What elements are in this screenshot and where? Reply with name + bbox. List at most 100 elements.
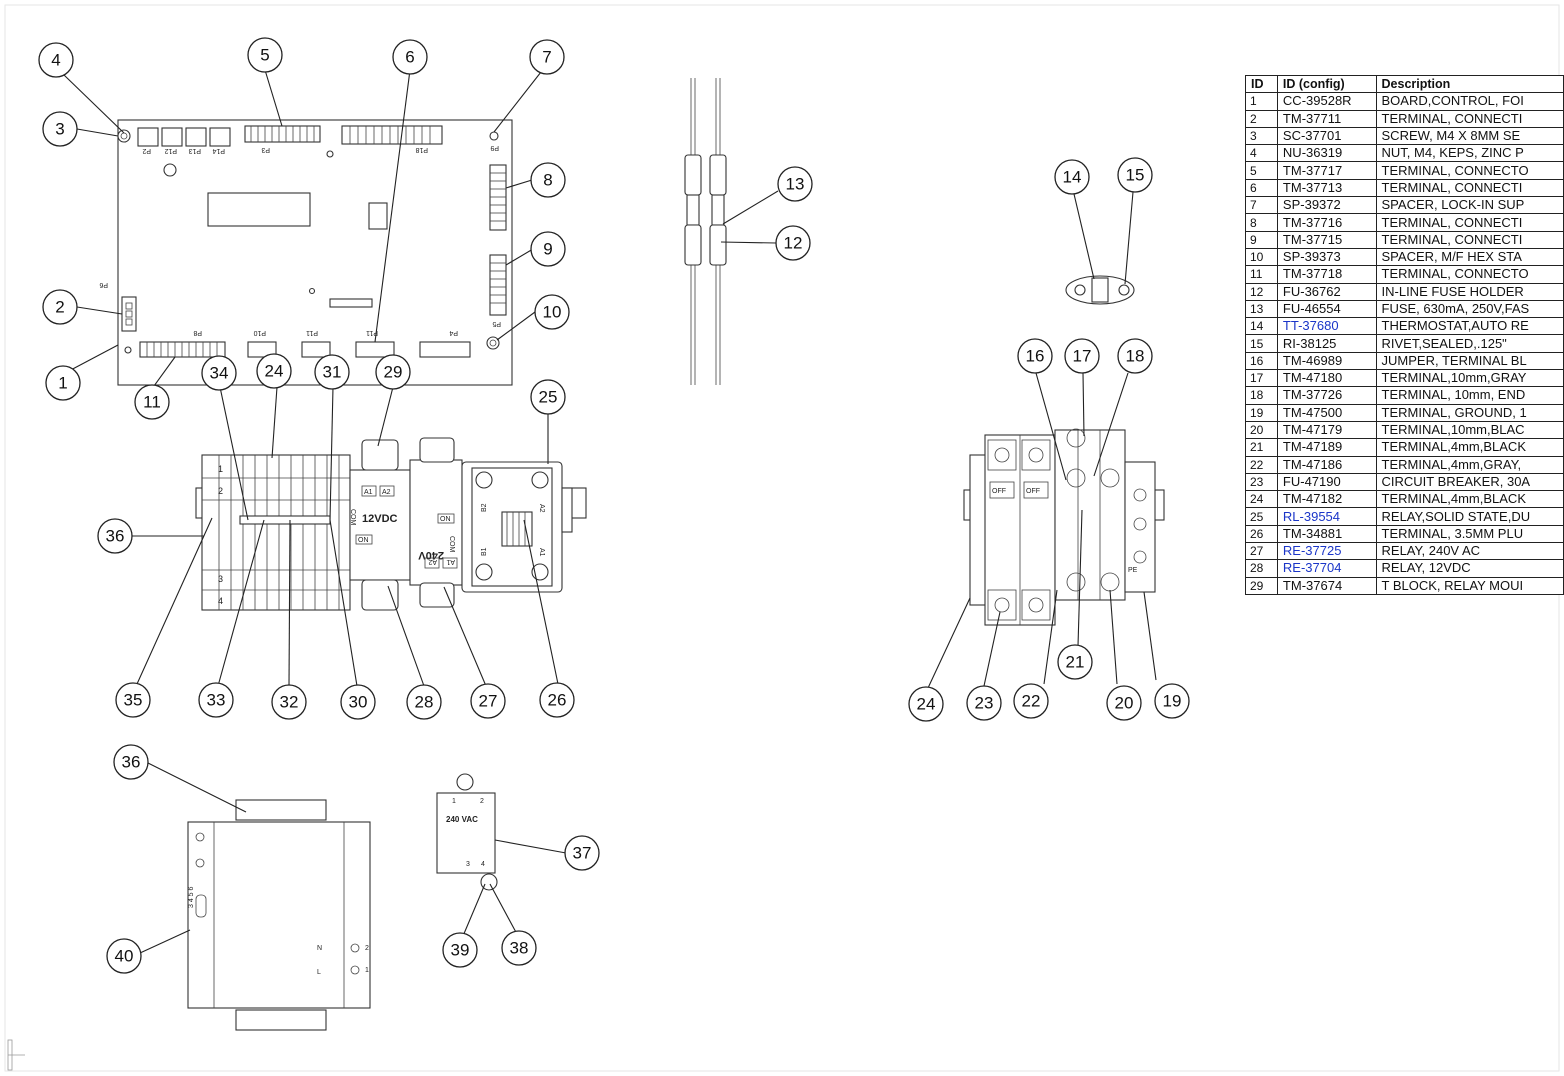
cell-part-number: SP-39373 xyxy=(1276,247,1377,267)
callout-9: 9 xyxy=(530,231,566,267)
cell-id: 25 xyxy=(1245,507,1278,526)
cell-part-number: TM-37726 xyxy=(1276,386,1377,405)
ssr-b1-label: B1 xyxy=(481,547,488,556)
cell-description: JUMPER, TERMINAL BL xyxy=(1375,351,1564,371)
control-board: P2 P12 P13 P14 P3 P18 P9 xyxy=(99,119,513,386)
cell-description: TERMINAL,4mm,GRAY, xyxy=(1375,455,1564,474)
cell-id: 12 xyxy=(1245,282,1278,301)
callout-20: 20 xyxy=(1106,685,1142,721)
cell-description: IN-LINE FUSE HOLDER xyxy=(1375,282,1564,301)
cell-description: TERMINAL, CONNECTI xyxy=(1375,178,1564,198)
callout-23: 23 xyxy=(966,685,1002,721)
callout-25: 25 xyxy=(530,379,566,415)
ground-pe-label: PE xyxy=(1128,567,1138,574)
cell-id: 16 xyxy=(1245,351,1278,371)
cell-id: 14 xyxy=(1245,317,1278,336)
breaker-assembly: OFF OFF PE xyxy=(963,428,1165,626)
callout-19: 19 xyxy=(1154,683,1190,719)
part-number-link[interactable]: TT-37680 xyxy=(1276,317,1377,336)
svg-text:6: 6 xyxy=(405,48,414,67)
callout-11: 11 xyxy=(134,384,170,420)
cell-part-number: TM-47182 xyxy=(1276,490,1377,509)
terminal-row-4-label: 4 xyxy=(218,596,223,606)
callout-32: 32 xyxy=(271,684,307,720)
relay-12v-a2-label: A2 xyxy=(382,489,391,496)
header-label-p4: P4 xyxy=(449,329,458,336)
header-label-p18: P18 xyxy=(415,146,428,153)
header-label-p10: P10 xyxy=(253,329,266,336)
leader-lines xyxy=(63,69,1157,954)
callout-5: 5 xyxy=(247,37,283,73)
callout-24b: 24 xyxy=(908,686,944,722)
cell-id: 19 xyxy=(1245,403,1278,422)
cell-description: TERMINAL,4mm,BLACK xyxy=(1375,438,1564,457)
cell-description: RELAY, 240V AC xyxy=(1375,542,1564,561)
svg-text:27: 27 xyxy=(479,692,498,711)
callout-38: 38 xyxy=(501,930,537,966)
cell-description: TERMINAL,4mm,BLACK xyxy=(1375,490,1564,509)
callout-40: 40 xyxy=(106,938,142,974)
cell-part-number: TM-37717 xyxy=(1276,161,1377,180)
svg-text:11: 11 xyxy=(143,393,161,412)
cell-description: TERMINAL, 3.5MM PLU xyxy=(1375,524,1564,544)
part-number-link[interactable]: RE-37725 xyxy=(1276,542,1377,561)
transformer-voltage-label: 240 VAC xyxy=(446,815,478,824)
cell-id: 26 xyxy=(1245,524,1278,544)
cell-part-number: NU-36319 xyxy=(1276,144,1377,163)
svg-text:36: 36 xyxy=(122,753,141,772)
header-label-p11b: P11 xyxy=(366,329,378,336)
cell-id: 18 xyxy=(1245,386,1278,405)
svg-text:3: 3 xyxy=(55,120,64,139)
callout-35: 35 xyxy=(115,682,151,718)
part-number-link[interactable]: RE-37704 xyxy=(1276,559,1377,578)
psu-l-label: L xyxy=(317,969,321,976)
cell-part-number: TM-47186 xyxy=(1276,455,1377,474)
cell-id: 4 xyxy=(1245,144,1278,163)
header-label-p12: P12 xyxy=(164,147,177,154)
relay-12vdc-label: 12VDC xyxy=(362,513,398,525)
callout-14: 14 xyxy=(1054,159,1090,195)
part-number-link[interactable]: RL-39554 xyxy=(1276,507,1377,526)
callout-31: 31 xyxy=(314,354,350,390)
cell-description: THERMOSTAT,AUTO RE xyxy=(1375,317,1564,336)
cell-id: 6 xyxy=(1245,178,1278,198)
transformer-terminal-4-label: 4 xyxy=(481,861,485,868)
svg-text:23: 23 xyxy=(975,694,994,713)
svg-text:26: 26 xyxy=(548,691,567,710)
callout-10: 10 xyxy=(534,294,570,330)
callout-4: 4 xyxy=(38,42,74,78)
breaker-2-off-label: OFF xyxy=(1026,488,1040,495)
callout-2: 2 xyxy=(42,289,78,325)
svg-text:39: 39 xyxy=(451,941,470,960)
relay-240v-a1-label: A1 xyxy=(446,558,455,565)
cell-description: SPACER, M/F HEX STA xyxy=(1375,247,1564,267)
cell-id: 8 xyxy=(1245,213,1278,232)
cell-description: RELAY,SOLID STATE,DU xyxy=(1375,507,1564,526)
cell-description: FUSE, 630mA, 250V,FAS xyxy=(1375,299,1564,319)
callout-30: 30 xyxy=(340,684,376,720)
cell-description: RIVET,SEALED,.125" xyxy=(1375,334,1564,353)
cell-id: 27 xyxy=(1245,542,1278,561)
svg-text:19: 19 xyxy=(1163,692,1182,711)
cell-description: SCREW, M4 X 8MM SE xyxy=(1375,126,1564,146)
cell-id: 21 xyxy=(1245,438,1278,457)
transformer-terminal-3-label: 3 xyxy=(466,861,470,868)
cell-description: SPACER, LOCK-IN SUP xyxy=(1375,196,1564,215)
relay-12v-a1-label: A1 xyxy=(364,489,373,496)
svg-text:35: 35 xyxy=(124,691,143,710)
ssr-a2-label: A2 xyxy=(538,504,545,513)
svg-text:18: 18 xyxy=(1126,347,1145,366)
cell-id: 9 xyxy=(1245,230,1278,249)
